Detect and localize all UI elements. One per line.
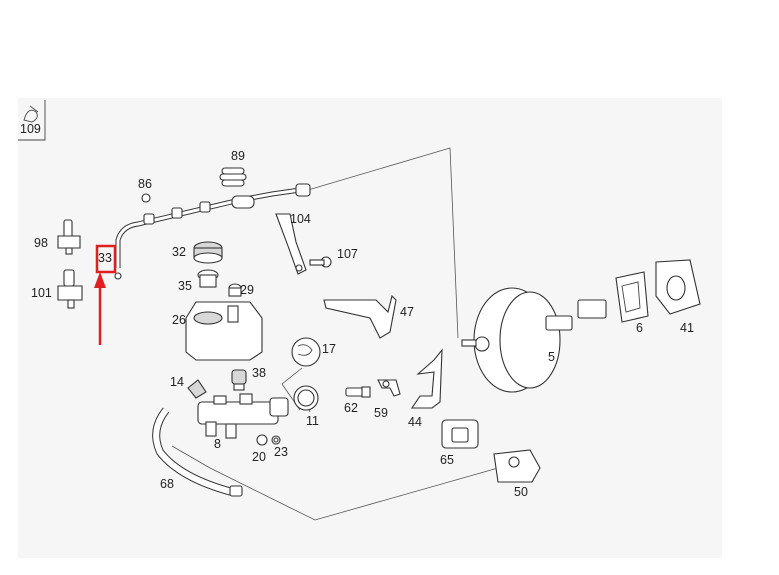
part-label: 89 [231, 149, 245, 163]
part-6-gasket [615, 271, 649, 323]
leader-lines [171, 147, 499, 521]
part-101-fitting [57, 269, 83, 309]
part-38-plug [231, 369, 247, 391]
part-label: 62 [344, 401, 358, 415]
part-label: 86 [138, 177, 152, 191]
part-98-fitting [57, 219, 81, 255]
part-label: 35 [178, 279, 192, 293]
part-8-master-cylinder [197, 393, 289, 446]
part-label: 11 [306, 414, 319, 428]
part-label: 59 [374, 406, 388, 420]
part-47-bracket [323, 294, 397, 339]
part-65-grommet [441, 419, 479, 449]
part-68-hose [152, 407, 243, 497]
part-label: 32 [172, 245, 186, 259]
reference-box-109 [18, 100, 46, 141]
part-104-bracket [275, 213, 307, 275]
highlight-part-33 [94, 244, 117, 345]
part-label: 98 [34, 236, 48, 250]
part-label: 101 [31, 286, 52, 300]
highlight-box [95, 244, 117, 274]
part-label: 8 [214, 437, 221, 451]
part-label: 107 [337, 247, 358, 261]
part-label: 14 [170, 375, 184, 389]
part-label: 44 [408, 415, 422, 429]
part-label: 109 [20, 122, 41, 136]
drawing-area [18, 98, 722, 558]
part-41-gasket [655, 259, 701, 315]
part-label: 50 [514, 485, 528, 499]
part-label: 6 [636, 321, 643, 335]
highlight-arrow-head [94, 272, 106, 288]
part-44-bracket [410, 348, 443, 409]
part-89-grommet [141, 167, 247, 203]
part-label: 5 [548, 350, 555, 364]
part-label: 104 [290, 212, 311, 226]
part-50-valve [493, 449, 541, 483]
part-label: 23 [274, 445, 288, 459]
part-label: 65 [440, 453, 454, 467]
part-label: 20 [252, 450, 266, 464]
brake-line-pipe [114, 183, 311, 280]
part-11-oring [293, 385, 319, 411]
part-label: 38 [252, 366, 266, 380]
part-label: 17 [322, 342, 336, 356]
part-label: 41 [680, 321, 694, 335]
part-107-bolt [309, 256, 332, 268]
part-59-clip [377, 379, 401, 397]
part-label: 26 [172, 313, 186, 327]
part-label: 47 [400, 305, 414, 319]
part-label: 68 [160, 477, 174, 491]
part-label: 33 [98, 251, 112, 265]
part-5-brake-booster [461, 287, 607, 393]
part-label: 29 [240, 283, 254, 297]
part-labels: 109 89 86 98 33 101 104 32 107 35 29 26 … [20, 122, 694, 499]
reservoir-assembly [185, 241, 263, 361]
part-17-tool [291, 337, 321, 367]
part-14-plug [187, 379, 207, 399]
part-62-bolt [345, 386, 371, 398]
